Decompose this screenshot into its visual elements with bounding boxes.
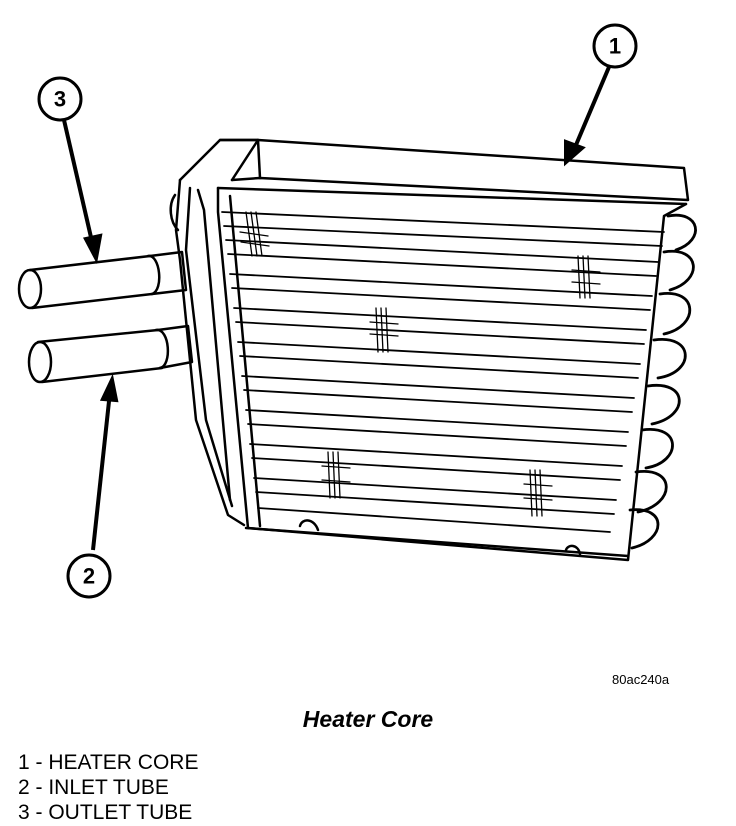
legend: 1 - HEATER CORE 2 - INLET TUBE 3 - OUTLE…: [18, 750, 198, 825]
core-tubes: [221, 211, 665, 533]
callout-1: 1: [592, 23, 638, 69]
outlet-tube: [17, 250, 188, 310]
legend-item-heater-core: 1 - HEATER CORE: [18, 751, 199, 774]
heater-core-illustration: 1 2 3: [17, 23, 697, 599]
callout-3: 3: [37, 76, 83, 122]
fin-hatching: [239, 211, 601, 517]
callout-1-number: 1: [609, 34, 621, 59]
leader-arrows: [62, 66, 611, 551]
tube-coils: [628, 213, 697, 550]
figure-caption: Heater Core: [302, 706, 434, 732]
inlet-tube: [27, 324, 194, 384]
legend-item-outlet-tube: 3 - OUTLET TUBE: [18, 801, 193, 824]
figure-id: 80ac240a: [612, 672, 670, 687]
callout-2: 2: [66, 553, 112, 599]
top-header: [216, 138, 690, 206]
callout-3-number: 3: [54, 87, 66, 112]
legend-item-inlet-tube: 2 - INLET TUBE: [18, 776, 169, 799]
callout-2-number: 2: [83, 564, 95, 589]
core-face: [216, 186, 688, 562]
side-tank: [169, 138, 260, 527]
